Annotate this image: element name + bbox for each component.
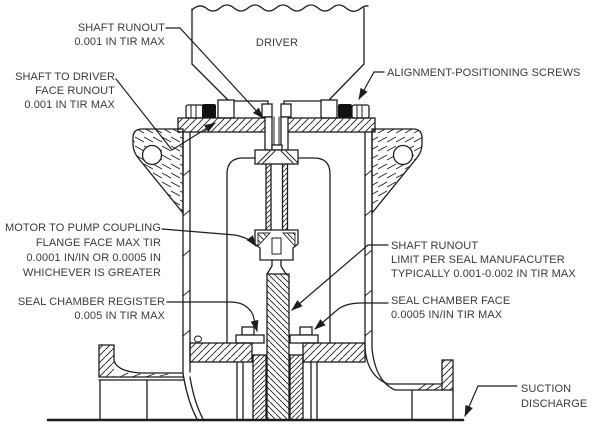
leader-motor-to-pump-coupling <box>161 228 257 247</box>
label-line: TYPICALLY 0.001-0.002 IN TIR MAX <box>391 268 576 280</box>
label-line: LIMIT PER SEAL MANUFACUTER <box>391 254 565 266</box>
seal-register-right <box>299 326 313 336</box>
alignment-screw-left <box>185 104 216 119</box>
label-shaft-runout-seal: SHAFT RUNOUT LIMIT PER SEAL MANUFACUTER … <box>391 239 576 281</box>
label-driver: DRIVER <box>240 36 314 50</box>
leader-shaft-to-driver-face-runout <box>115 78 216 151</box>
label-line: FLANGE FACE MAX TIR <box>35 237 161 249</box>
leader-seal-chamber-face <box>314 302 389 330</box>
label-seal-chamber-face: SEAL CHAMBER FACE 0.0005 IN/IN TIR MAX <box>391 294 510 322</box>
gland-plate-right <box>302 342 366 363</box>
label-line: MOTOR TO PUMP COUPLING <box>4 222 161 234</box>
label-line: 0.005 IN TIR MAX <box>74 310 165 322</box>
label-alignment-positioning-screws: ALIGNMENT-POSITIONING SCREWS <box>387 66 580 80</box>
label-line: ALIGNMENT-POSITIONING SCREWS <box>387 67 581 79</box>
gusset-right <box>371 128 423 215</box>
label-line: SHAFT TO DRIVER <box>15 71 115 83</box>
label-suction-discharge: SUCTION DISCHARGE <box>521 382 587 412</box>
label-line: SHAFT RUNOUT <box>391 240 479 252</box>
leader-seal-chamber-register <box>166 301 259 332</box>
label-line: SUCTION <box>521 383 572 395</box>
label-shaft-to-driver-face-runout: SHAFT TO DRIVER FACE RUNOUT 0.001 IN TIR… <box>0 70 115 112</box>
leader-lines <box>115 27 518 417</box>
label-line: SEAL CHAMBER REGISTER <box>17 296 165 308</box>
pump-casing <box>98 344 454 421</box>
gusset-hole-left <box>141 144 163 166</box>
label-line: FACE RUNOUT <box>35 85 115 97</box>
label-line: 0.001 IN TIR MAX <box>24 99 115 111</box>
label-line: SHAFT RUNOUT <box>77 22 165 34</box>
gusset-hole-right <box>392 144 414 166</box>
label-line: DISCHARGE <box>521 398 588 410</box>
gusset-left <box>132 128 184 215</box>
label-line: 0.001 IN TIR MAX <box>74 36 165 48</box>
label-line: 0.0001 IN/IN OR 0.0005 IN <box>26 252 161 264</box>
label-seal-chamber-register: SEAL CHAMBER REGISTER 0.005 IN TIR MAX <box>16 295 165 323</box>
alignment-screw-right <box>338 104 370 119</box>
driver-broken-edge <box>191 4 369 12</box>
label-motor-to-pump-coupling: MOTOR TO PUMP COUPLING FLANGE FACE MAX T… <box>3 221 161 281</box>
leader-shaft-runout-top <box>165 27 264 119</box>
discharge-flange <box>441 359 454 391</box>
label-line: DRIVER <box>255 37 299 49</box>
mounting-plate-right <box>285 117 376 133</box>
motor-stand <box>132 117 423 373</box>
mounting-plate-left <box>177 117 267 133</box>
label-line: WHICHEVER IS GREATER <box>22 267 161 279</box>
leader-suction-discharge <box>464 385 518 417</box>
label-line: 0.0005 IN/IN TIR MAX <box>391 309 503 321</box>
label-shaft-runout-top: SHAFT RUNOUT 0.001 IN TIR MAX <box>35 21 165 49</box>
coupling-assembly <box>254 100 299 261</box>
pump-shaft <box>266 259 290 421</box>
leader-alignment-positioning-screws <box>358 71 385 100</box>
gland-plate-left <box>189 342 253 363</box>
seal-register-left <box>241 326 255 336</box>
driver-motor <box>185 4 370 119</box>
leader-shaft-runout-seal <box>291 244 389 311</box>
label-line: SEAL CHAMBER FACE <box>391 295 511 307</box>
